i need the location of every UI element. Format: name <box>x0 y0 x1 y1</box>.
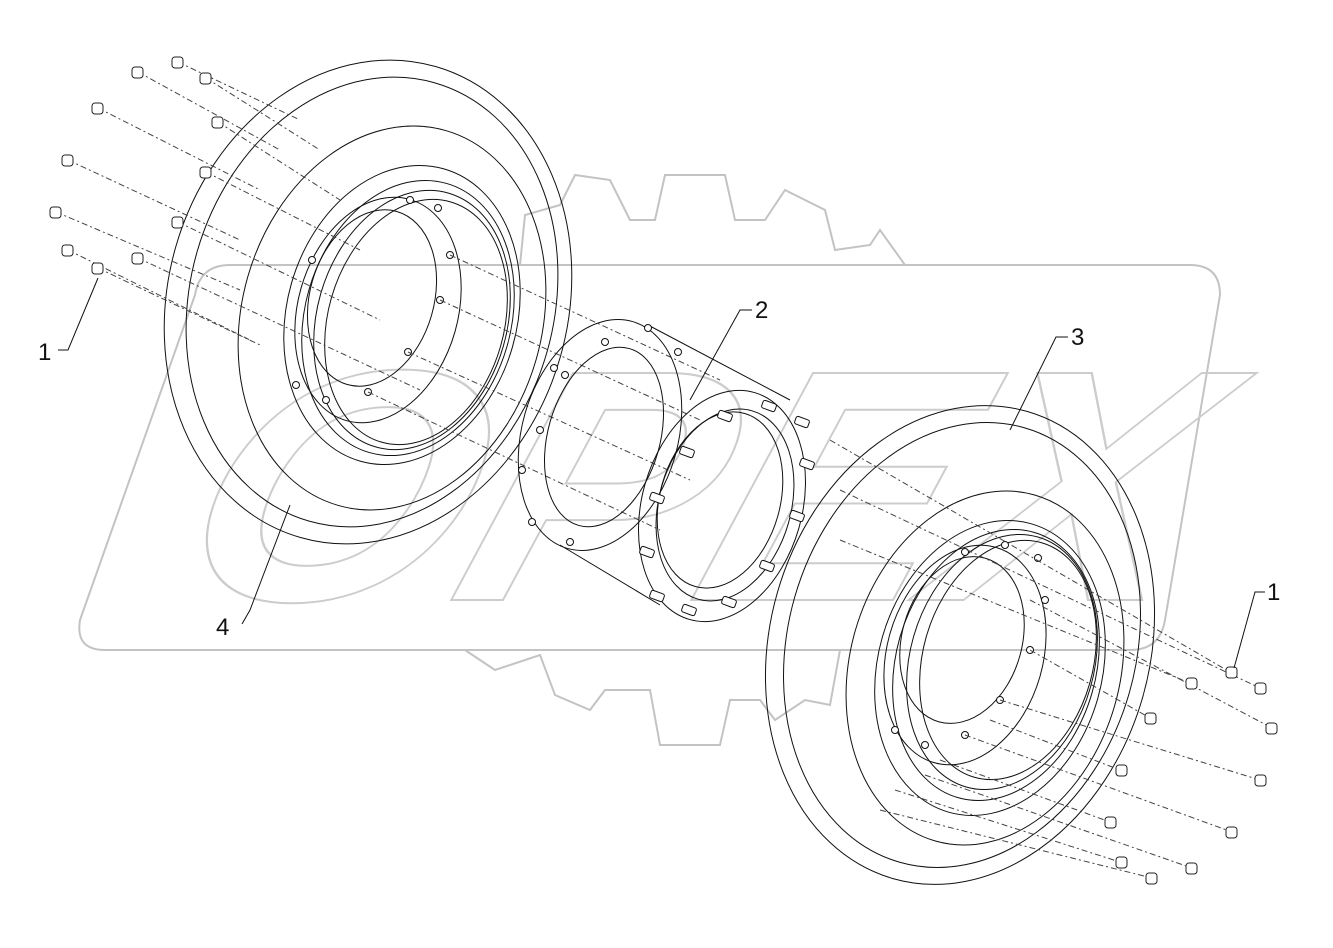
spacer-ring-right <box>655 408 795 602</box>
spacer-body-bottom <box>559 544 661 606</box>
left-tire-inner-line <box>185 76 559 528</box>
spacer-holes <box>518 324 682 546</box>
spacer-flange-left <box>517 319 683 551</box>
right-rim-groove-2 <box>906 533 1098 791</box>
watermark-frame <box>78 264 1222 651</box>
leader-1-right <box>1233 591 1265 669</box>
leader-1-left <box>58 277 99 351</box>
right-wheel <box>764 405 1156 885</box>
callout-1-left: 1 <box>38 339 51 366</box>
watermark-text: OPEX <box>142 301 1281 670</box>
left-rim-outer <box>283 164 521 466</box>
spacer-studs <box>639 399 815 617</box>
watermark-gear-top <box>480 173 906 266</box>
callout-4: 4 <box>216 614 229 641</box>
callout-1-right: 1 <box>1267 579 1280 606</box>
right-hub-disc <box>883 544 1047 766</box>
left-rim-groove-3 <box>324 198 508 446</box>
left-rim-groove-2 <box>313 189 511 451</box>
watermark-gear-bottom <box>464 649 841 746</box>
leader-4 <box>241 504 291 625</box>
leader-2 <box>689 309 752 401</box>
callout-2: 2 <box>755 297 768 324</box>
left-hub-bore <box>306 209 438 387</box>
right-tire-sidewall <box>845 490 1125 846</box>
right-rim-groove-1 <box>892 529 1100 801</box>
right-tire-outer <box>764 405 1156 885</box>
callout-3: 3 <box>1071 324 1084 351</box>
right-rim-outer <box>874 520 1106 816</box>
spacer-body-top <box>647 324 791 401</box>
leader-3 <box>1009 336 1068 431</box>
left-rim-groove-1 <box>301 179 515 457</box>
left-tire-sidewall <box>237 125 547 511</box>
right-hub-bore <box>899 556 1025 724</box>
right-rim-groove-3 <box>919 539 1097 781</box>
left-lug-nuts <box>49 56 721 531</box>
left-tire-outer <box>163 59 573 545</box>
spacer-adapter <box>517 319 815 623</box>
left-wheel <box>163 59 573 545</box>
leader-lines <box>58 277 1265 669</box>
watermark: OPEX <box>78 173 1282 746</box>
spacer-flange-right <box>638 389 806 623</box>
right-lug-nuts <box>829 439 1278 885</box>
right-tire-inner-line <box>783 422 1141 868</box>
